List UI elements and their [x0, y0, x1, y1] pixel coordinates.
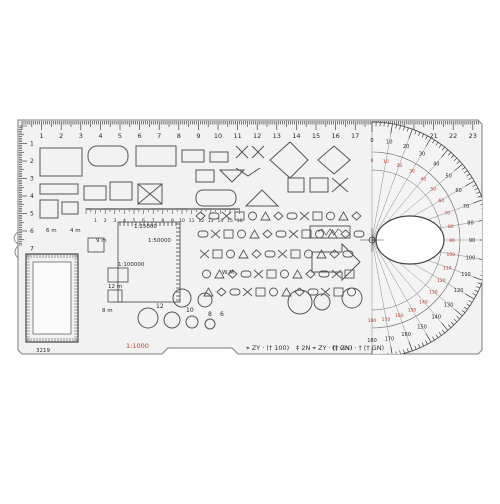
- label-scale-mid: 1:50000: [148, 238, 171, 244]
- protractor-degree-label: 80: [467, 221, 473, 227]
- protractor-degree-label: 120: [454, 288, 464, 294]
- protractor-inner-label: 80: [448, 224, 454, 230]
- left-ruler-label: 5: [30, 211, 34, 218]
- label-num-10: 10: [186, 307, 194, 314]
- left-ruler-label: 1: [30, 141, 34, 148]
- left-ruler-label: 4: [30, 193, 34, 200]
- protractor-inner-label: 170: [382, 317, 391, 323]
- protractor-inner-label: 110: [443, 265, 452, 271]
- inner-ruler-label: 16: [237, 218, 243, 224]
- protractor-degree-label: 100: [466, 255, 476, 261]
- protractor-inner-label: 90: [449, 238, 455, 244]
- inner-ruler-label: 2: [104, 218, 107, 224]
- protractor-inner-label: 70: [444, 211, 450, 217]
- top-ruler-label: 5: [118, 132, 122, 140]
- left-edge-curve: [14, 232, 18, 258]
- label-dim-c: 9 m: [96, 238, 107, 244]
- protractor-inner-label: 30: [409, 169, 415, 175]
- top-ruler-label: 16: [331, 132, 339, 140]
- left-ruler-label: 7: [30, 246, 34, 253]
- label-scale-big: 1:100000: [118, 262, 145, 268]
- protractor-inner-label: 180: [368, 318, 377, 324]
- top-ruler-label: 23: [469, 132, 477, 140]
- protractor-inner-label: 60: [438, 198, 444, 204]
- protractor-degree-label: 60: [455, 188, 461, 194]
- top-ruler-label: 22: [449, 132, 457, 140]
- protractor-inner-label: 20: [396, 163, 402, 169]
- bottom-symbols-3: († GN) · † († GN): [332, 344, 384, 352]
- left-ruler-label: 6: [30, 228, 34, 235]
- protractor-degree-label: 160: [401, 332, 411, 338]
- protractor-inner-label: 40: [421, 177, 427, 183]
- label-dim-b: 4 m: [70, 228, 81, 234]
- label-num-12: 12: [156, 303, 164, 310]
- protractor-inner-label: 50: [430, 187, 436, 193]
- top-ruler-label: 12: [253, 132, 261, 140]
- protractor-inner-label: 120: [437, 278, 446, 284]
- protractor-degree-label: 0: [370, 138, 373, 144]
- protractor-degree-label: 130: [444, 302, 454, 308]
- top-ruler-label: 13: [273, 132, 281, 140]
- label-code: 3219: [36, 348, 50, 354]
- protractor-degree-label: 150: [417, 325, 427, 331]
- protractor-degree-label: 70: [463, 204, 469, 210]
- protractor-degree-label: 40: [433, 161, 439, 167]
- protractor-inner-label: 100: [446, 252, 455, 258]
- protractor-inner-label: 10: [383, 159, 389, 165]
- top-ruler-label: 15: [312, 132, 320, 140]
- top-ruler-label: 9: [196, 132, 200, 140]
- protractor-degree-label: 10: [386, 140, 392, 146]
- left-ruler-label: 3: [30, 176, 34, 183]
- label-dim-e: 8 m: [102, 308, 113, 314]
- inner-ruler-label: 9: [171, 218, 174, 224]
- top-ruler-label: 2: [59, 132, 63, 140]
- protractor-inner-label: 0: [371, 158, 374, 164]
- bottom-symbols-1: ⌖ ZY · († 100): [246, 344, 289, 352]
- top-ruler-label: 6: [138, 132, 142, 140]
- top-ruler-label: 11: [233, 132, 241, 140]
- top-ruler-label: 14: [292, 132, 300, 140]
- label-scale-note: 1:1000: [126, 342, 149, 350]
- label-dim-d: 12 m: [108, 284, 122, 290]
- label-scale-small: 1:25000: [134, 224, 157, 230]
- protractor-inner-label: 150: [408, 307, 417, 313]
- protractor-degree-label: 110: [461, 272, 471, 278]
- inner-ruler-label: 3: [113, 218, 116, 224]
- inner-ruler-label: 11: [189, 218, 195, 224]
- protractor-inner-label: 160: [395, 313, 404, 319]
- top-ruler-label: 3: [79, 132, 83, 140]
- top-ruler-label: 1: [40, 132, 44, 140]
- label-num-8: 8: [208, 311, 212, 318]
- protractor-degree-label: 170: [385, 336, 395, 342]
- stencil-large-frame: [26, 254, 78, 342]
- protractor-degree-label: 140: [432, 315, 442, 321]
- inner-ruler-label: 14: [218, 218, 224, 224]
- top-ruler-label: 10: [214, 132, 222, 140]
- protractor-degree-label: 30: [419, 151, 425, 157]
- label-wm: W M: [222, 270, 234, 276]
- label-num-6: 6: [220, 311, 224, 318]
- left-ruler-label: 2: [30, 158, 34, 165]
- protractor-degree-label: 90: [469, 238, 475, 244]
- top-ruler-label: 17: [351, 132, 359, 140]
- top-ruler-label: 8: [177, 132, 181, 140]
- inner-ruler-label: 4: [123, 218, 126, 224]
- label-dim-a: 6 m: [46, 228, 57, 234]
- inner-ruler-label: 1: [94, 218, 97, 224]
- protractor-inner-label: 130: [429, 289, 438, 295]
- protractor-degree-label: 50: [445, 174, 451, 180]
- top-ruler-label: 7: [157, 132, 161, 140]
- protractor-inner-label: 140: [419, 299, 428, 305]
- protractor-degree-label: 20: [403, 144, 409, 150]
- top-ruler-label: 4: [98, 132, 102, 140]
